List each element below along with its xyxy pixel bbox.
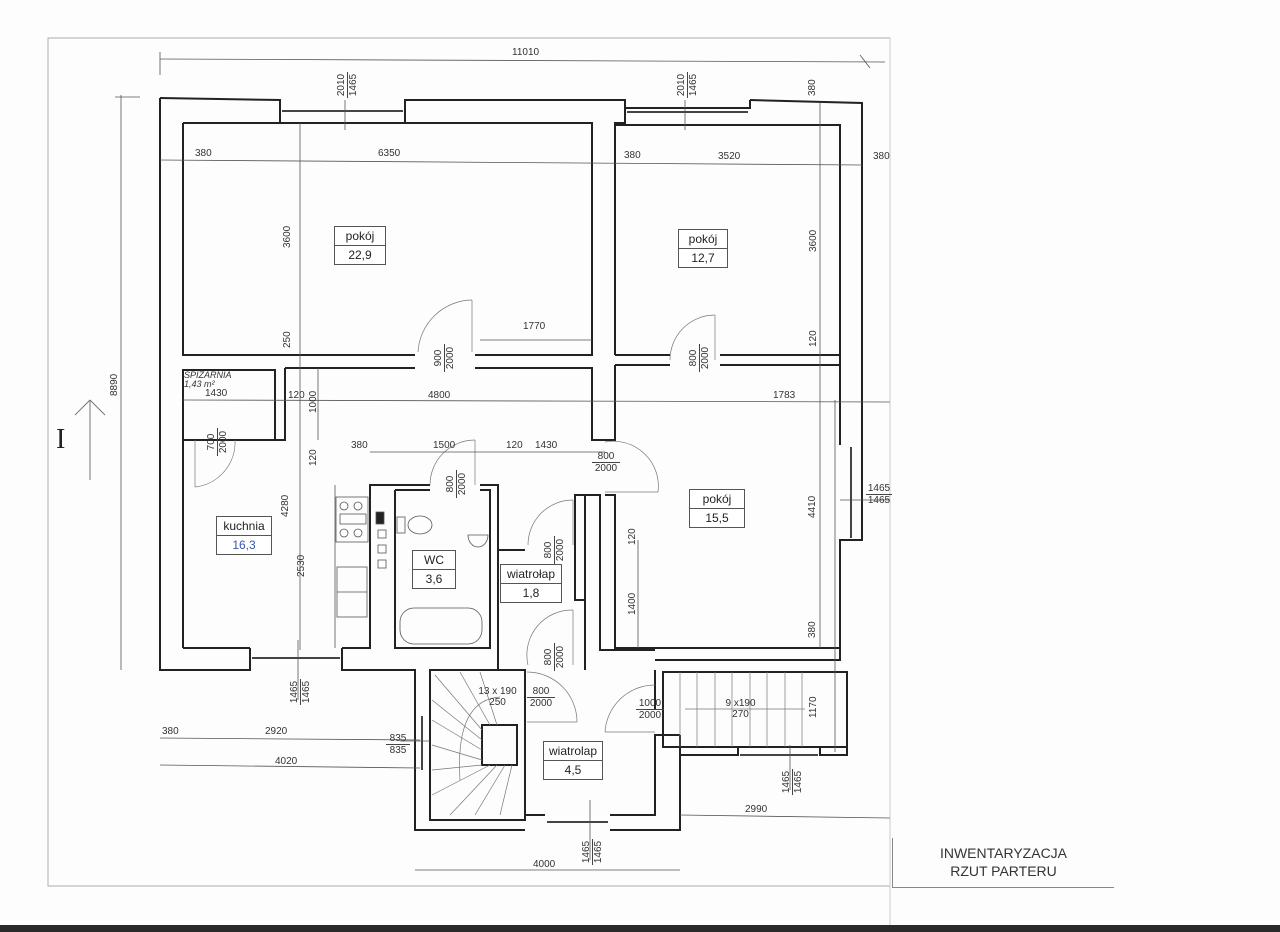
dim-wc-wall: 380 (351, 440, 368, 451)
title-line-2: RZUT PARTERU (950, 863, 1057, 879)
dim-wall-120-b: 120 (308, 449, 319, 466)
dim-right-wall: 380 (873, 151, 890, 162)
dim-hall-depth: 1000 (308, 390, 319, 413)
dim-bottom-left-span: 2920 (265, 726, 288, 737)
dim-room2-width: 3520 (718, 151, 741, 162)
dim-wc-width: 1500 (433, 440, 456, 451)
dim-entry-width: 4000 (533, 859, 556, 870)
dim-wall-250: 250 (282, 331, 293, 348)
dim-right-bottom-span: 2990 (745, 804, 768, 815)
dim-room3-depth: 4410 (807, 495, 818, 518)
dim-wall-120-right: 120 (808, 330, 819, 347)
dim-room1-depth: 3600 (282, 225, 293, 248)
dim-stair2-depth: 1170 (808, 696, 819, 718)
dim-room2-depth: 3600 (808, 229, 819, 252)
dim-vest-width: 1430 (535, 440, 558, 451)
dim-hall-width: 4800 (428, 390, 451, 401)
dim-room3-wall-120: 120 (627, 528, 638, 545)
dim-room1-width: 6350 (378, 148, 401, 159)
dim-bottom-left-total: 4020 (275, 756, 298, 767)
dim-room3-sill: 1400 (627, 592, 638, 615)
dim-hall-offset: 1783 (773, 390, 796, 401)
dim-kitchen-counter: 2530 (296, 554, 307, 577)
dim-wall-120-c: 120 (506, 440, 523, 451)
dim-room3-wall-380: 380 (807, 621, 818, 638)
dim-kitchen-depth: 4280 (280, 494, 291, 517)
dim-top-wall-left: 380 (195, 148, 212, 159)
dim-pantry-width: 1430 (205, 388, 228, 399)
title-block: INWENTARYZACJA RZUT PARTERU (892, 838, 1114, 888)
dim-bottom-left-wall: 380 (162, 726, 179, 737)
dim-wall-120-a: 120 (288, 390, 305, 401)
title-line-1: INWENTARYZACJA (939, 845, 1068, 861)
dim-overall-width: 11010 (512, 47, 540, 58)
dim-door1-offset: 1770 (523, 321, 546, 332)
dim-overall-height: 8890 (109, 373, 120, 396)
bottom-bar (0, 925, 1280, 932)
dim-mid-wall: 380 (624, 150, 641, 161)
section-marker: I (56, 424, 66, 455)
dim-top-right-wall: 380 (807, 79, 818, 96)
